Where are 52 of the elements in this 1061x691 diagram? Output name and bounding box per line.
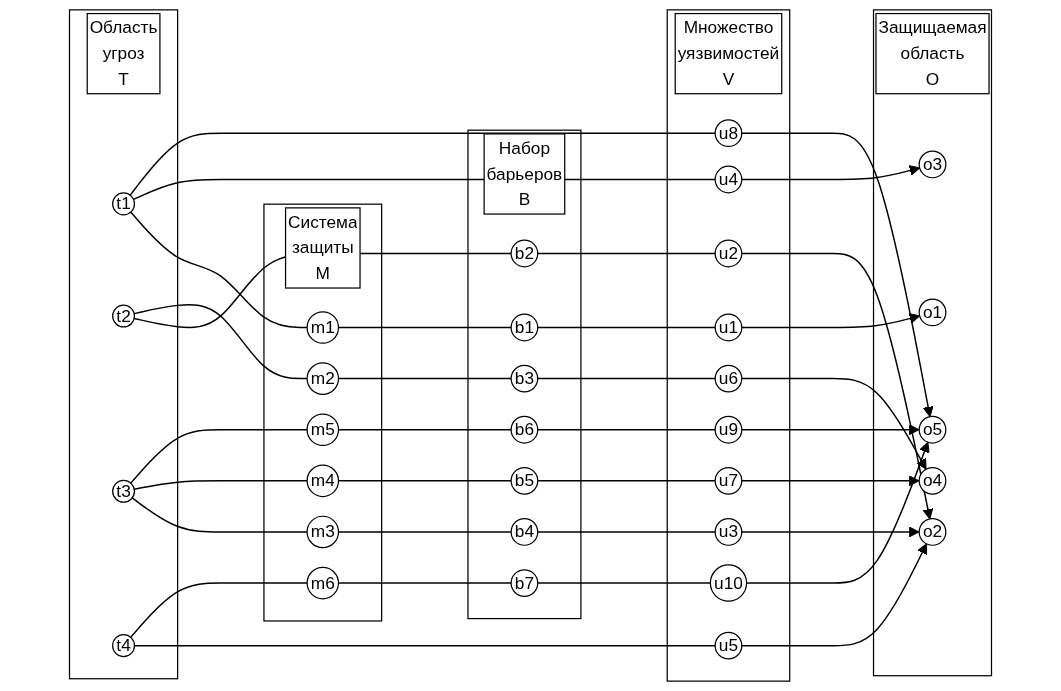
arrow bbox=[741, 424, 920, 436]
connector bbox=[537, 531, 716, 533]
node-circle: u4 bbox=[714, 165, 743, 194]
node-circle: u9 bbox=[714, 415, 743, 444]
node-circle: m4 bbox=[306, 464, 340, 498]
connector bbox=[129, 582, 308, 639]
node-circle: o3 bbox=[918, 150, 947, 179]
arrow bbox=[741, 252, 934, 520]
node-circle: b3 bbox=[510, 364, 539, 393]
node-circle: u10 bbox=[709, 564, 748, 602]
arrow bbox=[741, 475, 920, 487]
arrow bbox=[741, 313, 921, 329]
connector bbox=[130, 211, 308, 329]
arrow bbox=[741, 543, 928, 647]
arrow bbox=[741, 165, 921, 181]
node-circle: o2 bbox=[918, 518, 947, 546]
node-circle: o1 bbox=[918, 298, 947, 327]
connector bbox=[537, 429, 716, 431]
node-circle: m2 bbox=[306, 362, 340, 395]
node-circle: b4 bbox=[510, 518, 539, 546]
node-circle: u5 bbox=[714, 631, 743, 660]
connector bbox=[130, 429, 308, 484]
node-circle: u6 bbox=[714, 364, 743, 393]
connector bbox=[129, 132, 716, 196]
node-circle: b2 bbox=[510, 239, 539, 268]
connector bbox=[537, 252, 716, 255]
connector bbox=[131, 497, 308, 533]
arrow bbox=[741, 526, 920, 538]
node-circle: m5 bbox=[306, 413, 340, 447]
node-circle: m6 bbox=[306, 566, 340, 600]
node-circle: b6 bbox=[510, 415, 539, 444]
node-circle: t2 bbox=[112, 304, 136, 328]
node-circle: b5 bbox=[510, 466, 539, 495]
node-circle: u3 bbox=[714, 518, 743, 546]
node-circle: u1 bbox=[714, 313, 743, 342]
node-circle: b7 bbox=[510, 569, 539, 597]
connector bbox=[537, 326, 716, 329]
arrow bbox=[741, 132, 934, 418]
node-circle: t3 bbox=[112, 479, 136, 503]
node-circle: o4 bbox=[918, 466, 947, 495]
node-circle: t4 bbox=[112, 634, 136, 658]
connector bbox=[537, 377, 716, 380]
node-circle: m3 bbox=[306, 515, 340, 549]
node-circle: u7 bbox=[714, 466, 743, 495]
node-circle: u2 bbox=[714, 239, 743, 268]
node-circle: m1 bbox=[306, 311, 340, 344]
node-circle: b1 bbox=[510, 313, 539, 342]
node-circle: u8 bbox=[714, 119, 743, 148]
node-circle: o5 bbox=[918, 415, 947, 444]
connector bbox=[537, 480, 716, 482]
arrow bbox=[741, 377, 927, 470]
node-circle: t1 bbox=[112, 192, 136, 216]
